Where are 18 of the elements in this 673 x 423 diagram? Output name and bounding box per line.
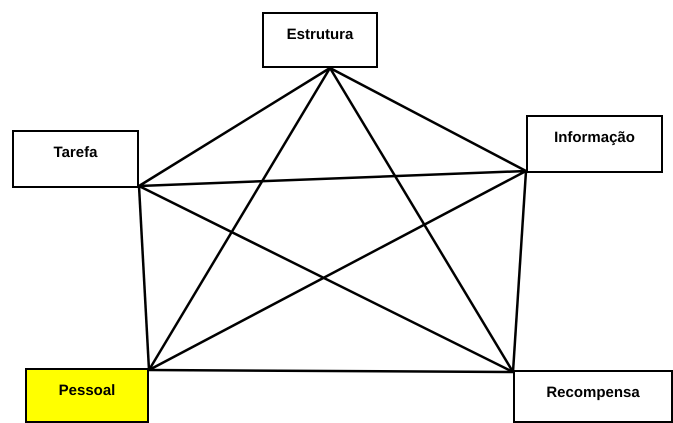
connector-line [328, 67, 514, 373]
box-label: Informação [554, 129, 635, 146]
box-label: Pessoal [58, 382, 116, 399]
connector-line [512, 170, 528, 372]
connector-line [138, 186, 150, 370]
box-label: Estrutura [286, 26, 354, 43]
concept-box [25, 368, 149, 423]
connector-line [138, 66, 331, 188]
box-label: Tarefa [54, 144, 98, 161]
connector-line [329, 66, 527, 172]
connector-line [148, 67, 332, 371]
concept-box [526, 115, 663, 173]
connector-line [149, 368, 513, 374]
box-label: Recompensa [546, 384, 640, 401]
concept-box [262, 12, 378, 68]
concept-box [12, 130, 139, 188]
concept-box [513, 370, 673, 423]
connector-line [138, 170, 526, 188]
